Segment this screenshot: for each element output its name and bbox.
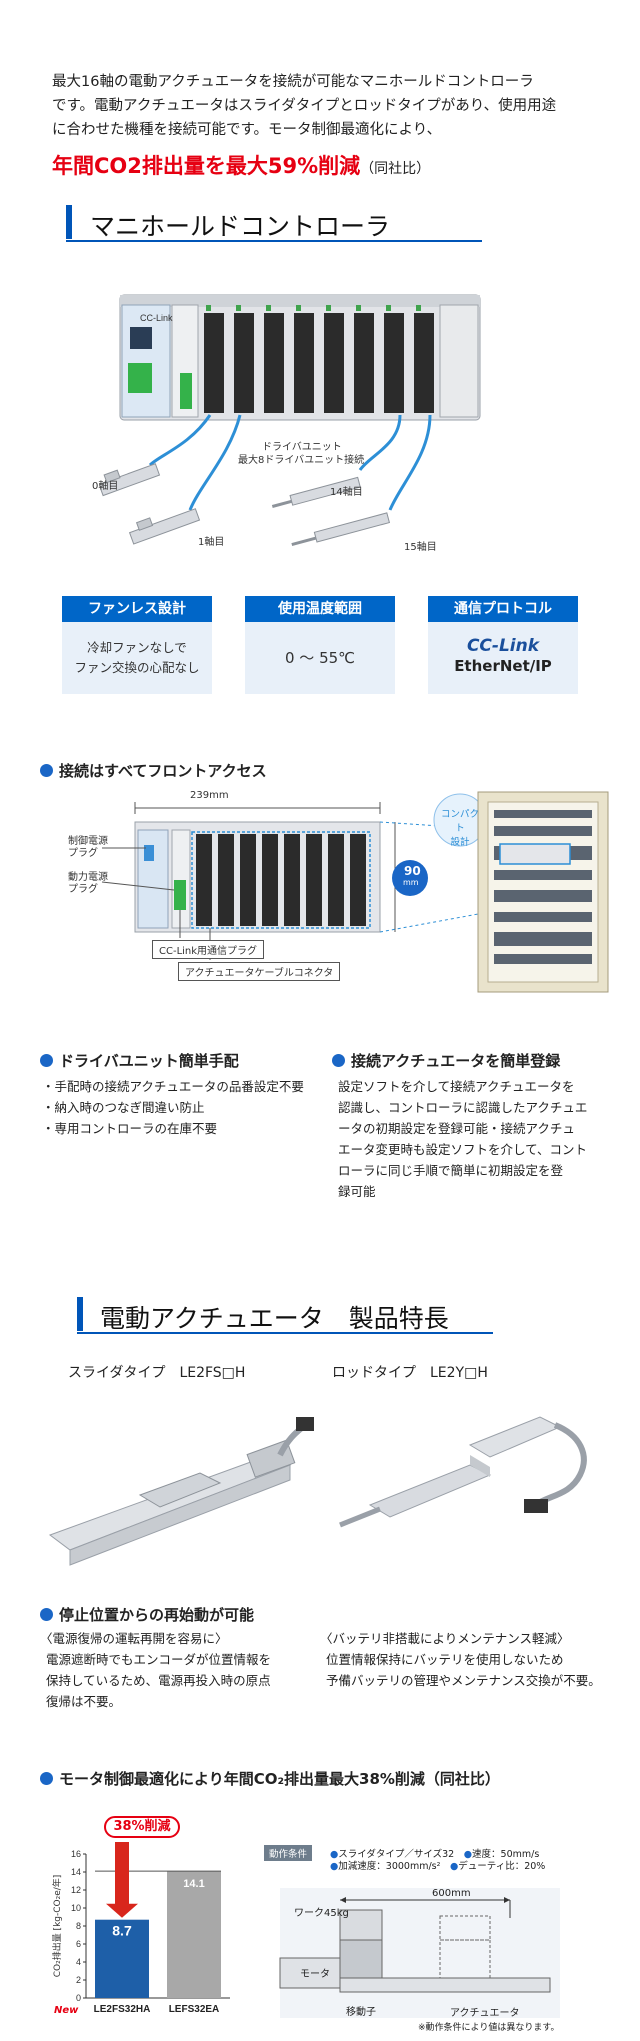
actuator-label: アクチュエータ bbox=[450, 2008, 520, 2019]
y-tick-label: 14 bbox=[71, 1867, 81, 1877]
driver-easy-bullet: ドライバユニット簡単手配 bbox=[40, 1050, 239, 1071]
distance-label: 600mm bbox=[432, 1888, 471, 1899]
list-item: ・手配時の接続アクチュエータの品番設定不要 bbox=[42, 1079, 304, 1094]
work-label: ワーク45kg bbox=[294, 1908, 349, 1919]
actuator-products-illustration bbox=[48, 1416, 587, 1566]
feature-fanless: ファンレス設計 冷却ファンなしで ファン交換の心配なし bbox=[62, 596, 212, 694]
actuator-axis-15 bbox=[291, 512, 391, 547]
new-badge: New bbox=[54, 2005, 79, 2016]
front-access-diagram bbox=[101, 791, 609, 993]
cc-link-logo: CC-Link bbox=[466, 636, 540, 656]
register-easy-text: 設定ソフトを介して接続アクチュエータを 認識し、コントローラに認識したアクチュエ… bbox=[338, 1079, 588, 1199]
height-unit: mm bbox=[403, 878, 419, 887]
feature-temperature: 使用温度範囲 0 ～ 55℃ bbox=[245, 596, 395, 694]
axis-15-label: 15軸目 bbox=[404, 542, 437, 553]
register-easy-bullet: 接続アクチュエータを簡単登録 bbox=[332, 1050, 560, 1071]
intro-text: 最大16軸の電動アクチュエータを接続が可能なマニホールドコントローラ です。電動… bbox=[52, 70, 612, 142]
feature-body-line: 冷却ファンなしで bbox=[87, 640, 187, 655]
slider-actuator bbox=[48, 1417, 314, 1566]
list-item: ・専用コントローラの在庫不要 bbox=[42, 1121, 218, 1136]
reduction-arrow-shaft bbox=[115, 1842, 129, 1906]
motor-power-plug-label: 動力電源プラグ bbox=[68, 872, 108, 895]
headline-text: 年間CO2排出量を最大59%削減 bbox=[52, 154, 361, 178]
reduction-arrow-head bbox=[106, 1903, 138, 1918]
bullet-icon bbox=[40, 1608, 53, 1621]
bullet-icon bbox=[40, 1054, 53, 1067]
y-tick-label: 4 bbox=[76, 1957, 81, 1967]
axis-1-label: 1軸目 bbox=[198, 537, 225, 548]
section-title-underline bbox=[66, 240, 482, 242]
operating-conditions-diagram bbox=[279, 1888, 560, 2018]
ethernet-ip-logo: EtherNet/IP bbox=[454, 657, 552, 675]
axis-14-label: 14軸目 bbox=[330, 487, 363, 498]
y-tick-label: 8 bbox=[76, 1921, 81, 1931]
rod-type-label: ロッドタイプ LE2Y□H bbox=[332, 1365, 488, 1381]
cc-link-plug-label: CC-Link用通信プラグ bbox=[152, 940, 265, 959]
intro-line: 最大16軸の電動アクチュエータを接続が可能なマニホールドコントローラ bbox=[52, 74, 534, 90]
brand-label: CC-Link bbox=[140, 313, 173, 323]
y-tick-label: 10 bbox=[71, 1903, 81, 1913]
y-tick-label: 0 bbox=[76, 1993, 81, 2003]
conditions-list: ●スライダタイプ／サイズ32 ●速度：50mm/s ●加減速度：3000mm/s… bbox=[330, 1849, 546, 1872]
bullet-icon bbox=[40, 1772, 53, 1785]
driver-units bbox=[204, 313, 434, 413]
bar-value-label: 14.1 bbox=[183, 1878, 204, 1890]
list-item: ・納入時のつなぎ間違い防止 bbox=[42, 1100, 205, 1115]
bullet-icon bbox=[40, 764, 53, 777]
actuator-axis-1 bbox=[128, 508, 201, 545]
y-axis-label: CO₂排出量 [kg-CO₂e/年] bbox=[51, 1875, 63, 1978]
driver-easy-list: ・手配時の接続アクチュエータの品番設定不要 ・納入時のつなぎ間違い防止 ・専用コ… bbox=[42, 1076, 322, 1139]
feature-protocol: 通信プロトコル CC-Link EtherNet/IP bbox=[428, 596, 578, 694]
intro-line: に合わせた機種を接続可能です。モータ制御最適化により、 bbox=[52, 122, 442, 138]
actuator-axis-0 bbox=[100, 463, 161, 497]
y-tick-label: 12 bbox=[71, 1885, 81, 1895]
y-tick-label: 6 bbox=[76, 1939, 81, 1949]
bullet-icon bbox=[332, 1054, 345, 1067]
restart-right: 〈バッテリ非搭載によりメンテナンス軽減〉 位置情報保持にバッテリを使用しないため… bbox=[320, 1631, 601, 1688]
feature-head: ファンレス設計 bbox=[62, 596, 212, 622]
restart-bullet: 停止位置からの再始動が可能 bbox=[40, 1604, 254, 1625]
compact-label: コンパクト 設計 bbox=[440, 809, 479, 848]
axis-0-label: 0軸目 bbox=[92, 481, 119, 492]
section-title-bar bbox=[66, 205, 72, 239]
rod-actuator bbox=[339, 1416, 587, 1528]
section-title: 電動アクチュエータ 製品特長 bbox=[100, 1304, 449, 1333]
bar-value-label: 8.7 bbox=[112, 1923, 132, 1939]
front-access-bullet: 接続はすべてフロントアクセス bbox=[40, 760, 267, 781]
section-title-bar bbox=[77, 1297, 83, 1331]
bar-LEFS32EA bbox=[167, 1871, 221, 1998]
category-label: LEFS32EA bbox=[169, 2004, 220, 2015]
reduction-badge: 38%削減 bbox=[104, 1816, 180, 1838]
y-tick-label: 16 bbox=[71, 1849, 81, 1859]
co2-bullet: モータ制御最適化により年間CO₂排出量最大38%削減（同社比） bbox=[40, 1768, 500, 1789]
actuator-axis-14 bbox=[271, 476, 361, 508]
height-dimension: 90 bbox=[404, 864, 421, 878]
category-label: LE2FS32HA bbox=[94, 2004, 151, 2015]
drive-unit-max-label: 最大8ドライバユニット接続 bbox=[238, 455, 365, 466]
slider-type-label: スライダタイプ LE2FS□H bbox=[68, 1365, 246, 1381]
y-tick-label: 2 bbox=[76, 1975, 81, 1985]
motor-label: モータ bbox=[300, 1969, 330, 1980]
bar-LE2FS32HA bbox=[95, 1919, 149, 1998]
conditions-title: 動作条件 bbox=[264, 1845, 313, 1861]
section-title-underline bbox=[77, 1332, 493, 1334]
conditions-note: ※動作条件により値は異なります。 bbox=[418, 2023, 560, 2033]
feature-head: 通信プロトコル bbox=[428, 596, 578, 622]
width-dimension: 239mm bbox=[190, 790, 229, 801]
section-title: マニホールドコントローラ bbox=[90, 212, 391, 241]
co2-headline: 年間CO2排出量を最大59%削減（同社比） bbox=[52, 150, 430, 180]
drive-unit-label: ドライバユニット bbox=[262, 442, 342, 453]
mover-label: 移動子 bbox=[346, 2007, 376, 2018]
manifold-controller-illustration: CC-Link bbox=[100, 294, 481, 547]
feature-head: 使用温度範囲 bbox=[245, 596, 395, 622]
actuator-connector-label: アクチュエータケーブルコネクタ bbox=[178, 962, 341, 981]
feature-body-line: ファン交換の心配なし bbox=[74, 660, 200, 675]
control-power-plug-label: 制御電源プラグ bbox=[68, 836, 108, 859]
restart-left: 〈電源復帰の運転再開を容易に〉 電源遮断時でもエンコーダが位置情報を 保持してい… bbox=[40, 1631, 272, 1709]
headline-note: （同社比） bbox=[360, 161, 431, 177]
feature-body-line: 0 ～ 55℃ bbox=[284, 649, 355, 667]
intro-line: です。電動アクチュエータはスライダタイプとロッドタイプがあり、使用用途 bbox=[52, 98, 557, 114]
